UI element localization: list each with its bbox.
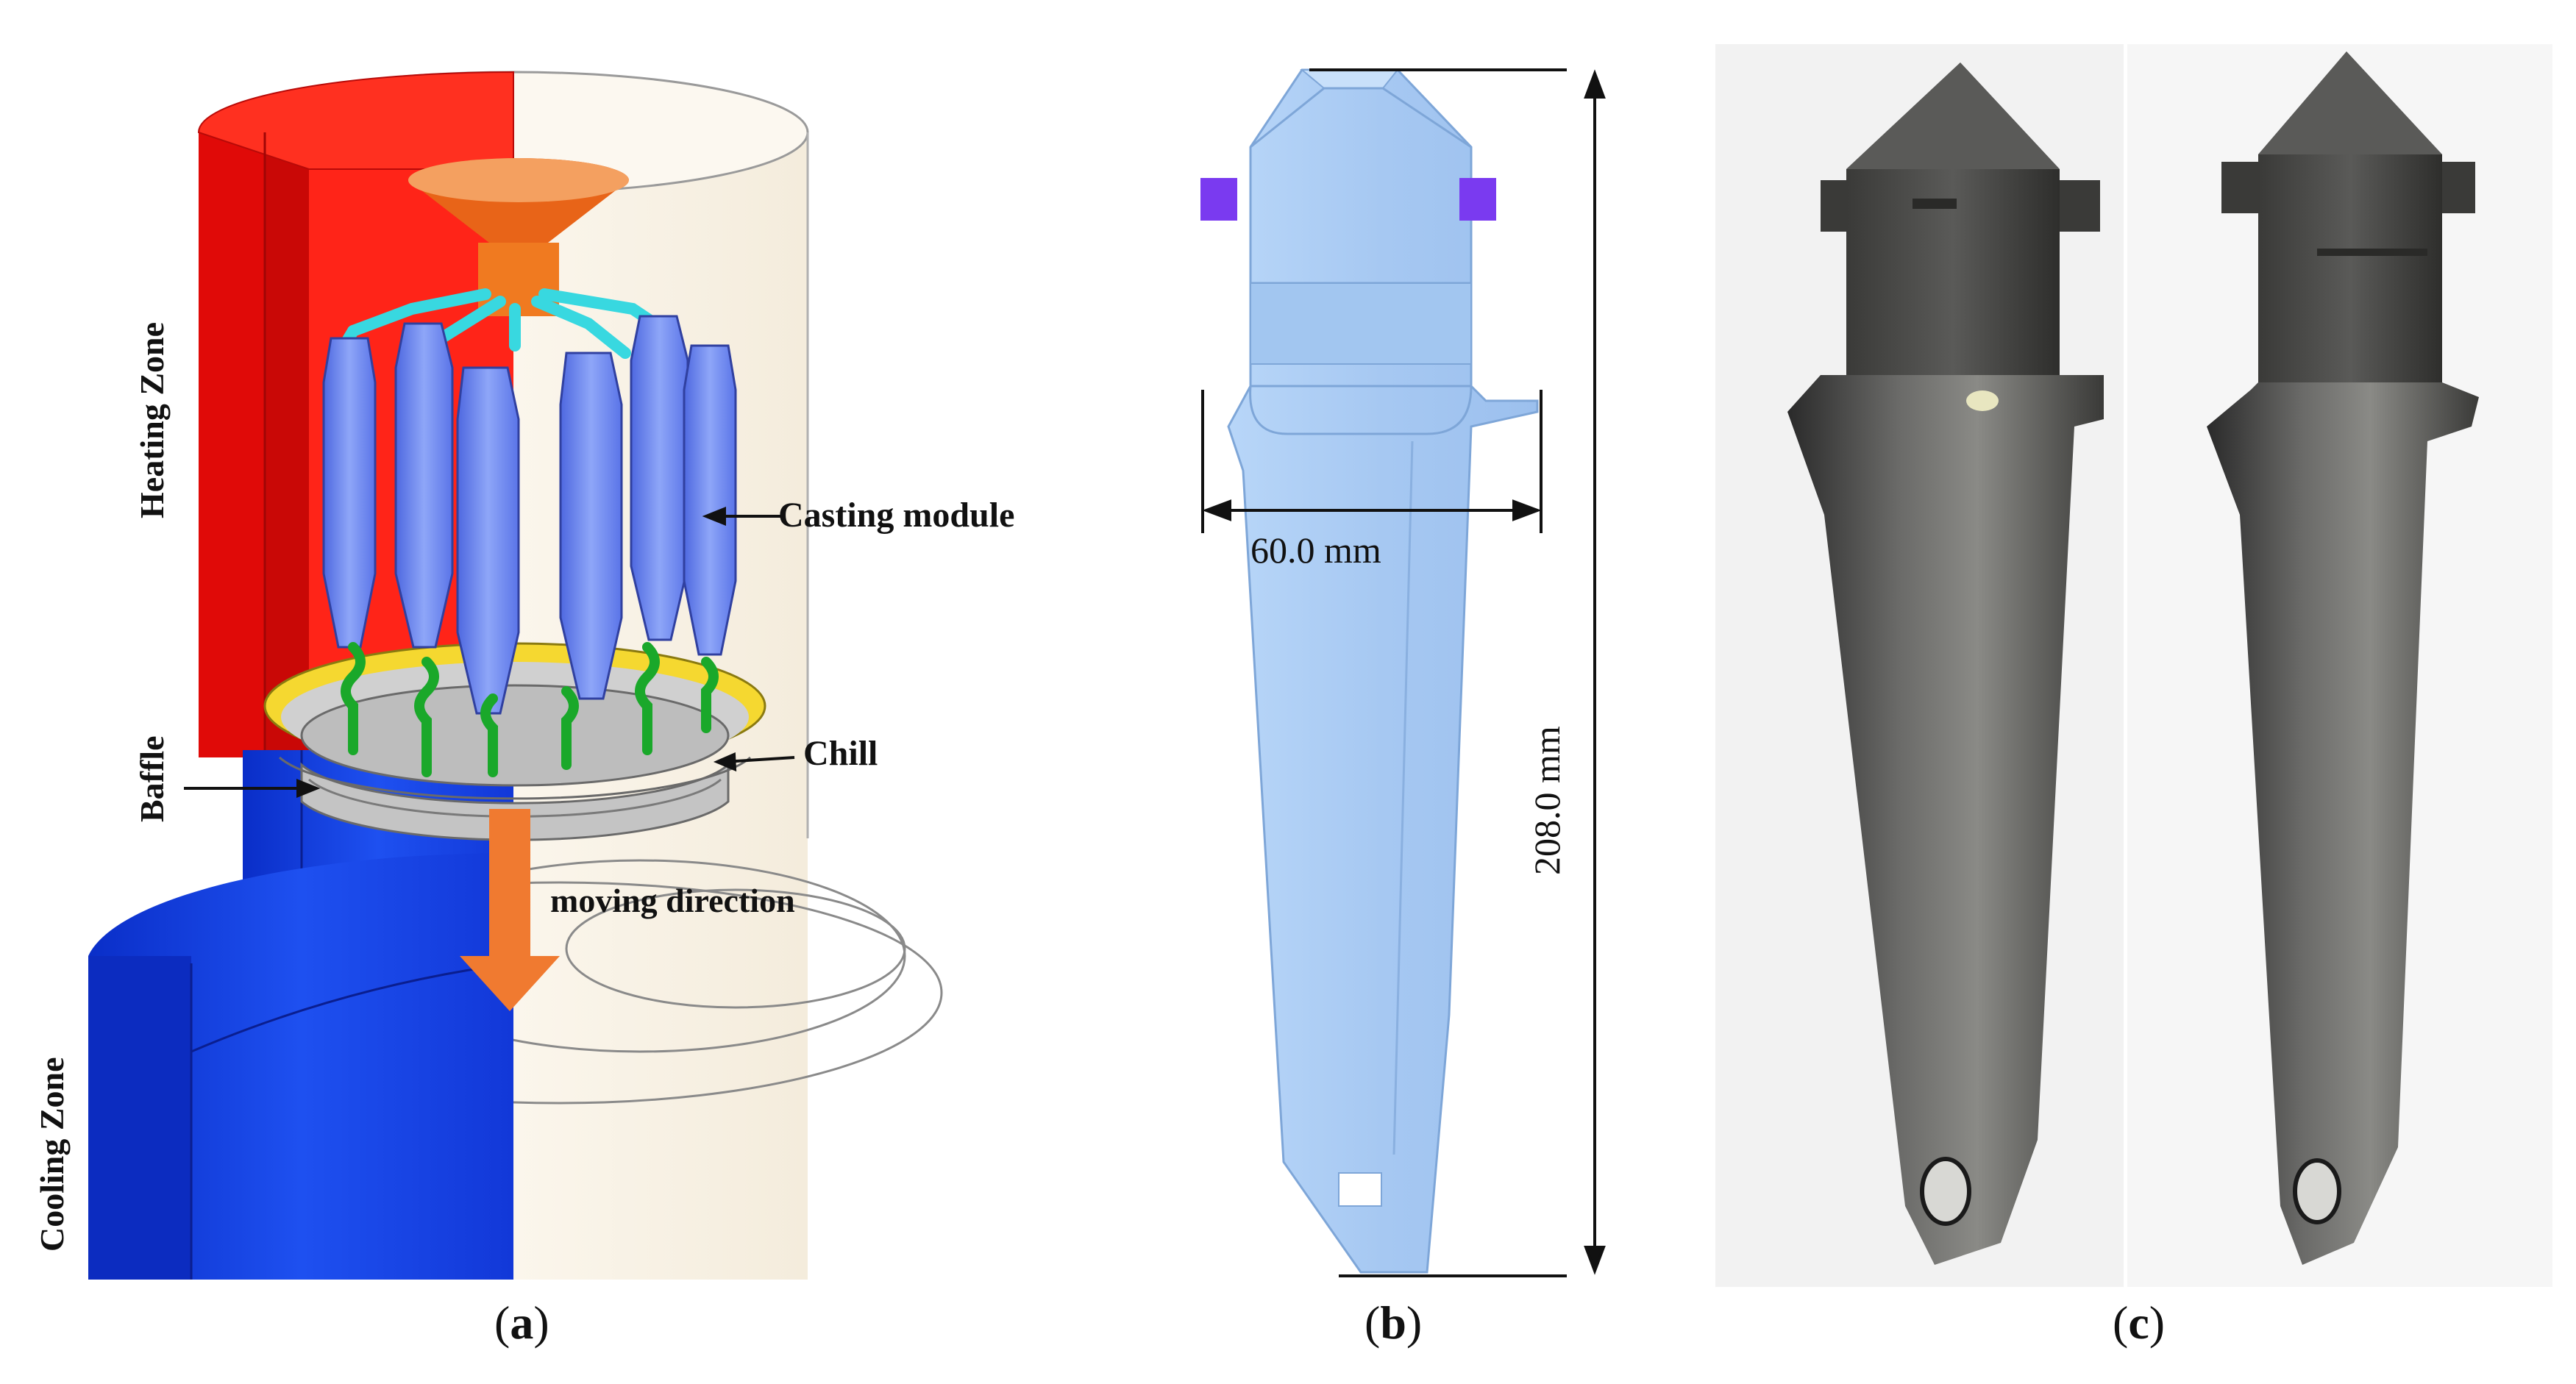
moving-direction-arrow	[460, 809, 560, 1011]
blade-model-svg: 60.0 mm 208.0 mm	[1200, 68, 1606, 1277]
left-lug	[1200, 178, 1237, 221]
cast-blade-photo-2	[2207, 51, 2479, 1265]
risers	[341, 642, 719, 777]
caption-b: (b)	[1365, 1296, 1423, 1349]
blade-2	[394, 322, 454, 649]
casting-blades	[322, 315, 737, 715]
casting-module-label: Casting module	[778, 496, 1014, 535]
panel-a-furnace-schematic: Heating Zone Cooling Zone Baffle Casting…	[0, 0, 1103, 1384]
blade-body	[1227, 68, 1539, 1274]
width-dimension-label: 60.0 mm	[1250, 529, 1381, 571]
cast-blade-photo-1	[1787, 63, 2104, 1265]
chill-plate	[279, 684, 751, 841]
blade-1	[322, 337, 377, 649]
width-dimension-line	[1201, 390, 1543, 533]
pouring-funnel	[408, 158, 629, 316]
right-lug	[1459, 178, 1496, 221]
panel-b-blade-model: 60.0 mm 208.0 mm (b)	[1103, 0, 1692, 1384]
leader-lines	[184, 507, 795, 798]
blade-3	[456, 366, 520, 715]
heating-zone-label: Heating Zone	[133, 322, 171, 518]
chill-label: Chill	[803, 734, 878, 773]
height-dimension-label: 208.0 mm	[1526, 726, 1568, 875]
blade-4	[559, 352, 623, 700]
blade-5	[630, 315, 689, 641]
cooling-zone-cylinder	[88, 750, 514, 1280]
caption-a: (a)	[494, 1296, 549, 1349]
furnace-svg: Heating Zone Cooling Zone Baffle Casting…	[33, 71, 1014, 1280]
blade-6	[683, 344, 737, 656]
baffle-label: Baffle	[133, 735, 171, 822]
blade-photos-svg	[1715, 44, 2552, 1287]
moving-direction-label: moving direction	[550, 882, 795, 919]
caption-c: (c)	[2113, 1296, 2166, 1349]
cooling-zone-label: Cooling Zone	[33, 1057, 71, 1252]
height-dimension-line	[1309, 68, 1606, 1277]
panel-c-cast-blade-photos: (c)	[1692, 0, 2576, 1384]
